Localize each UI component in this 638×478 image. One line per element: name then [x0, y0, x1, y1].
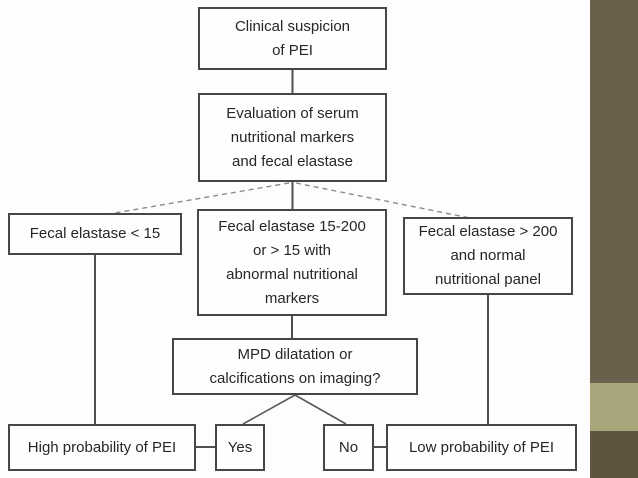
- connector-imaging-to-no: [294, 394, 347, 425]
- slide-edge-bar-top: [590, 0, 638, 383]
- node-mpd-dilatation-question: MPD dilatation or calcifications on imag…: [172, 338, 418, 395]
- node-yes: Yes: [215, 424, 265, 471]
- node-evaluation-serum-markers: Evaluation of serum nutritional markers …: [198, 93, 387, 182]
- node-high-probability-pei: High probability of PEI: [8, 424, 196, 471]
- node-no: No: [323, 424, 374, 471]
- slide-edge-bar-bottom: [590, 431, 638, 478]
- node-fecal-elastase-over-200: Fecal elastase > 200 and normal nutritio…: [403, 217, 573, 295]
- connector-evaluation-to-high-dashed: [295, 182, 471, 219]
- node-fecal-elastase-under-15: Fecal elastase < 15: [8, 213, 182, 255]
- node-low-probability-pei: Low probability of PEI: [386, 424, 577, 471]
- node-clinical-suspicion: Clinical suspicion of PEI: [198, 7, 387, 70]
- slide-edge-bar-light-band: [590, 383, 638, 431]
- connector-evaluation-to-low-dashed: [108, 182, 290, 215]
- node-fecal-elastase-15-200: Fecal elastase 15-200 or > 15 with abnor…: [197, 209, 387, 316]
- connector-imaging-to-yes: [242, 394, 296, 425]
